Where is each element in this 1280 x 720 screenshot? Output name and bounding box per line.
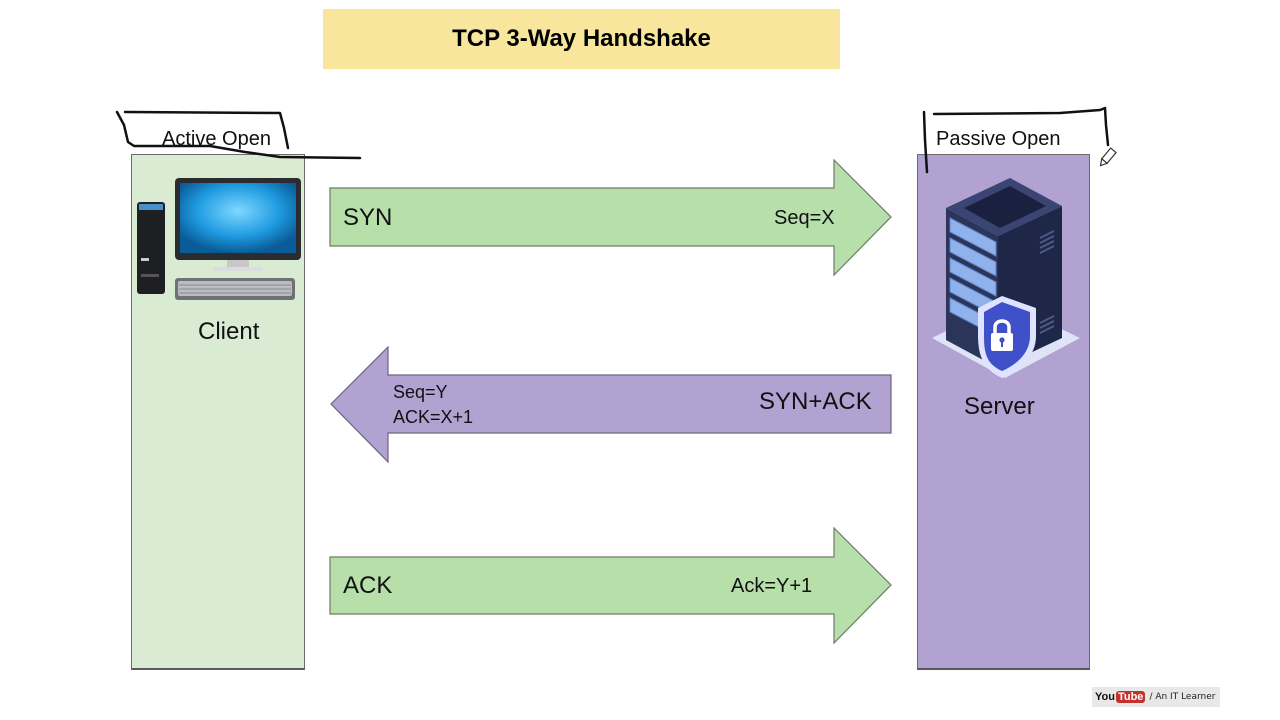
syn-arrow: SYN Seq=X (329, 159, 893, 277)
ack-ack-param: Ack=Y+1 (731, 575, 813, 597)
syn-ack-arrow-shape (330, 346, 892, 464)
client-label: Client (198, 318, 260, 345)
syn-ack-message-name: SYN+ACK (759, 388, 872, 415)
pencil-cursor-icon (1099, 147, 1117, 167)
ack-arrow: ACK Ack=Y+1 (329, 527, 893, 645)
youtube-logo-tube: Tube (1115, 691, 1146, 703)
diagram-title: TCP 3-Way Handshake (452, 25, 711, 52)
syn-message-name: SYN (343, 204, 393, 231)
server-label: Server (964, 393, 1035, 420)
syn-ack-ack-param: ACK=X+1 (393, 407, 474, 427)
syn-ack-seq-param: Seq=Y (393, 382, 448, 402)
secure-server-icon (932, 178, 1080, 378)
channel-name: / An IT Learner (1149, 692, 1216, 702)
syn-seq-param: Seq=X (774, 207, 835, 229)
youtube-logo-you: You (1095, 691, 1115, 703)
youtube-watermark: You Tube / An IT Learner (1092, 687, 1220, 707)
ack-arrow-shape (329, 527, 892, 645)
ack-message-name: ACK (343, 572, 393, 599)
title-banner: TCP 3-Way Handshake (323, 9, 840, 69)
syn-arrow-shape (329, 159, 892, 277)
active-open-label: Active Open (162, 128, 271, 150)
desktop-computer-icon (137, 178, 301, 300)
syn-ack-arrow: Seq=Y ACK=X+1 SYN+ACK (329, 346, 893, 464)
passive-open-label: Passive Open (936, 128, 1061, 150)
